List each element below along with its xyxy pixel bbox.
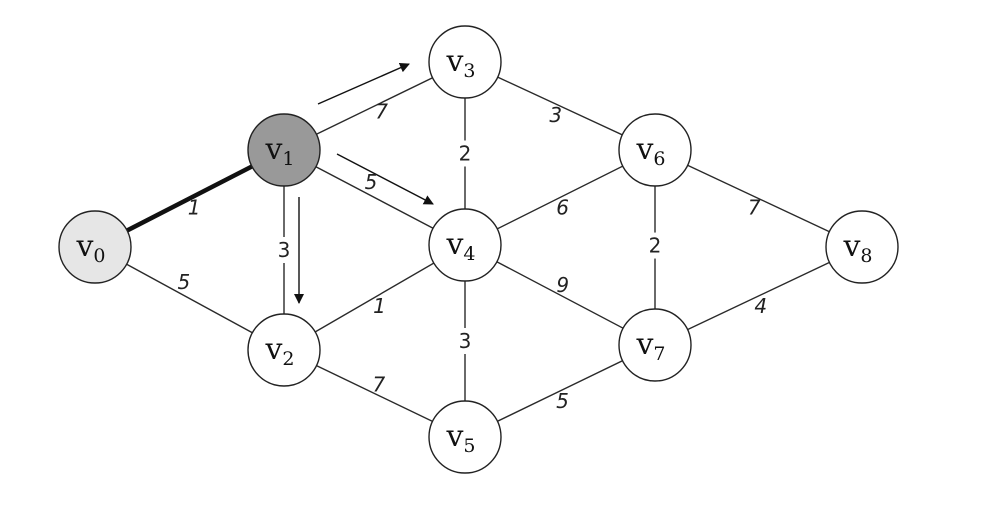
node-label: v3 bbox=[445, 44, 475, 82]
node-circle bbox=[428, 25, 502, 99]
node-subscript: 8 bbox=[860, 245, 872, 267]
node-v2: v2 bbox=[247, 313, 321, 387]
edge-weight-v2-v4: 1 bbox=[373, 294, 386, 318]
node-subscript: 3 bbox=[463, 60, 475, 82]
node-letter: v bbox=[75, 229, 93, 264]
node-v7: v7 bbox=[618, 308, 692, 382]
node-label: v7 bbox=[635, 327, 665, 365]
node-circle bbox=[58, 210, 132, 284]
node-letter: v bbox=[445, 44, 463, 79]
arrow-v1-v4 bbox=[336, 153, 434, 205]
node-label: v6 bbox=[635, 132, 665, 170]
edge-weight-v4-v7: 9 bbox=[556, 273, 569, 297]
node-circle bbox=[428, 400, 502, 474]
node-circle bbox=[247, 313, 321, 387]
edge-weight-v3-v4: 2 bbox=[459, 142, 472, 166]
edge-weight-bg bbox=[275, 237, 293, 263]
node-label: v0 bbox=[75, 229, 105, 267]
node-letter: v bbox=[635, 132, 653, 167]
arrows-layer bbox=[294, 63, 434, 304]
edge-weight-v5-v7: 5 bbox=[556, 389, 569, 413]
node-letter: v bbox=[445, 419, 463, 454]
edge-v6-v8 bbox=[654, 149, 863, 248]
node-label: v8 bbox=[842, 229, 872, 267]
edge-weight-v6-v7: 2 bbox=[649, 234, 662, 258]
node-subscript: 4 bbox=[463, 243, 475, 265]
edge-weight-v1-v4: 5 bbox=[365, 170, 378, 194]
weights-layer: 1 5 3 7 5 1 7 2 3 3 6 9 5 2 7 4 bbox=[178, 99, 768, 412]
node-v6: v6 bbox=[618, 113, 692, 187]
node-letter: v bbox=[635, 327, 653, 362]
node-subscript: 6 bbox=[653, 148, 665, 170]
edge-weight-v6-v8: 7 bbox=[748, 196, 761, 220]
node-v1: v1 bbox=[247, 113, 321, 187]
node-label: v2 bbox=[264, 332, 294, 370]
edge-weight-v0-v1: 1 bbox=[188, 195, 201, 219]
edge-weight-v0-v2: 5 bbox=[178, 270, 191, 294]
edge-weight-v1-v3: 7 bbox=[375, 99, 388, 123]
arrow-v1-v3 bbox=[317, 63, 410, 105]
edge-weight-bg bbox=[456, 328, 474, 354]
node-subscript: 0 bbox=[93, 245, 105, 267]
node-v4: v4 bbox=[428, 208, 502, 282]
edge-weight-bg bbox=[646, 232, 664, 259]
node-label: v4 bbox=[445, 227, 475, 265]
edge-weight-v3-v6: 3 bbox=[549, 103, 562, 127]
node-letter: v bbox=[445, 227, 463, 262]
node-v3: v3 bbox=[428, 25, 502, 99]
node-subscript: 7 bbox=[653, 343, 665, 365]
node-letter: v bbox=[842, 229, 860, 264]
edge-weight-v1-v2: 3 bbox=[278, 238, 291, 262]
node-v8: v8 bbox=[825, 210, 899, 284]
node-label: v5 bbox=[445, 419, 475, 457]
node-circle bbox=[247, 113, 321, 187]
edge-weight-v4-v5: 3 bbox=[459, 329, 472, 353]
node-letter: v bbox=[264, 132, 282, 167]
node-subscript: 2 bbox=[282, 348, 294, 370]
edge-weight-bg bbox=[456, 140, 474, 167]
node-circle bbox=[618, 308, 692, 382]
edge-weight-v7-v8: 4 bbox=[754, 294, 767, 318]
node-subscript: 5 bbox=[463, 435, 475, 457]
edge-weight-v2-v5: 7 bbox=[372, 372, 385, 396]
node-v0: v0 bbox=[58, 210, 132, 284]
edge-v7-v8 bbox=[654, 246, 863, 346]
node-subscript: 1 bbox=[282, 148, 294, 170]
node-circle bbox=[428, 208, 502, 282]
node-v5: v5 bbox=[428, 400, 502, 474]
node-label: v1 bbox=[264, 132, 294, 170]
node-letter: v bbox=[264, 332, 282, 367]
edge-weight-v4-v6: 6 bbox=[556, 195, 569, 219]
node-circle bbox=[618, 113, 692, 187]
node-circle bbox=[825, 210, 899, 284]
